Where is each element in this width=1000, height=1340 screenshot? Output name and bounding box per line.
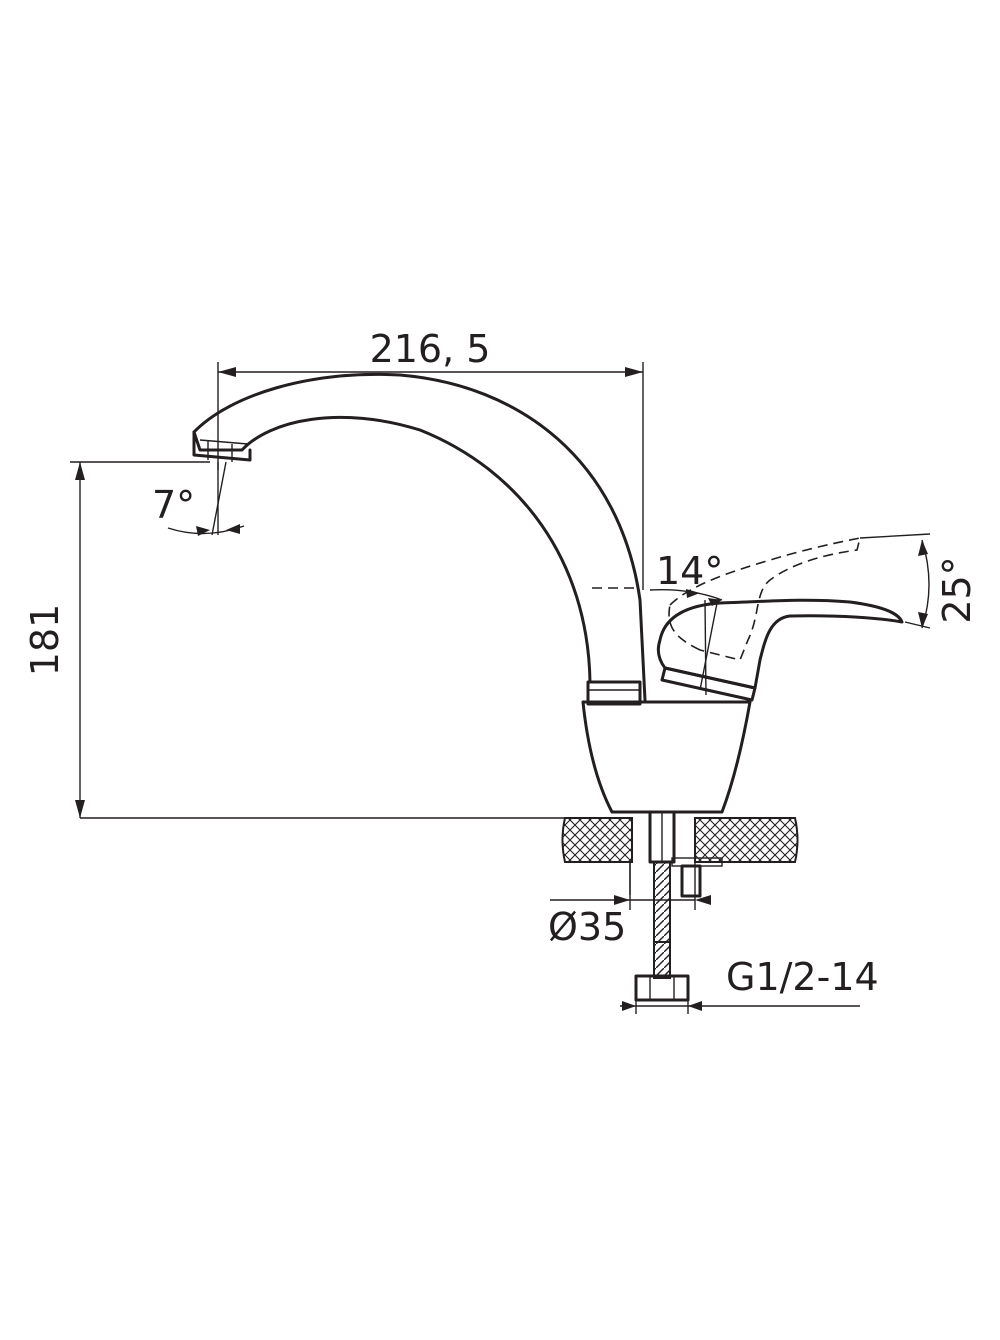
swivel-collar	[586, 680, 642, 706]
reach-label: 216, 5	[370, 327, 491, 371]
lever-angle-label: 14°	[656, 549, 723, 593]
lever-swing-label: 25°	[935, 556, 979, 623]
mount-hole-label: Ø35	[548, 905, 626, 949]
dimension-mount-hole: Ø35	[548, 862, 711, 949]
lever-handle	[656, 598, 904, 702]
thread-label: G1/2-14	[726, 955, 879, 999]
countertop	[80, 817, 799, 863]
height-label: 181	[23, 604, 67, 677]
lever-handle-raised	[668, 536, 862, 661]
dimension-thread: G1/2-14	[620, 955, 879, 1014]
dimension-lever-swing: 25°	[859, 533, 979, 629]
spout-angle-label: 7°	[152, 483, 195, 527]
faucet-body	[581, 700, 752, 814]
dimension-lever-angle: 14°	[649, 549, 723, 696]
dimension-height: 181	[23, 461, 210, 818]
dimension-spout-angle: 7°	[152, 461, 245, 536]
spout	[192, 372, 647, 702]
hose	[634, 861, 690, 1002]
dimension-reach: 216, 5	[217, 327, 644, 590]
